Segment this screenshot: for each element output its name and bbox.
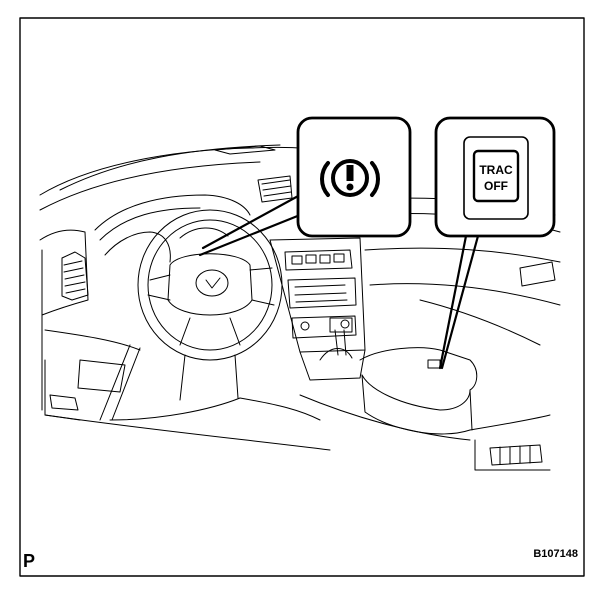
brake-warning-callout xyxy=(198,116,412,257)
brake-warning-icon xyxy=(320,159,380,197)
brake-callout-leader xyxy=(198,193,302,257)
dashboard-line-art xyxy=(39,144,561,471)
corner-mark: P xyxy=(23,551,35,571)
trac-off-callout: TRAC OFF xyxy=(434,116,556,370)
trac-off-label-line2: OFF xyxy=(484,179,508,193)
brake-callout-box xyxy=(296,116,412,238)
trac-off-switch-button xyxy=(472,149,520,203)
figure-code: B107148 xyxy=(533,548,578,560)
trac-callout-leader xyxy=(438,234,480,370)
trac-off-label-line1: TRAC xyxy=(479,163,513,177)
figure-frame xyxy=(19,17,585,577)
